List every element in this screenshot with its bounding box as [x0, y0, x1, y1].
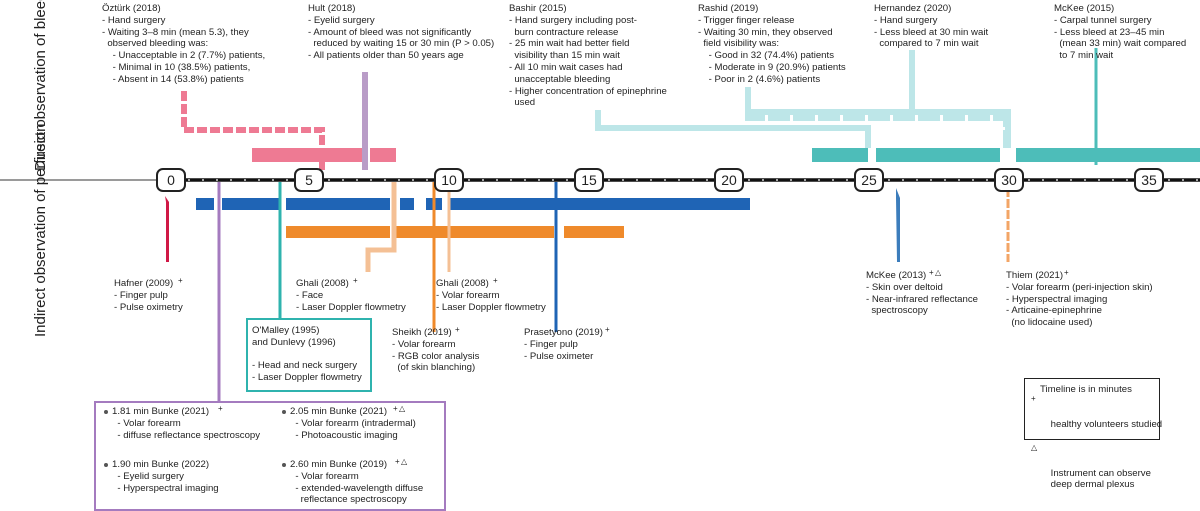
thiem-plus-marker: + [1064, 268, 1069, 277]
thiem-annotation: Thiem (2021) - Volar forearm (peri-injec… [1006, 270, 1153, 329]
ghali-forearm-annotation: Ghali (2008) - Volar forearm - Laser Dop… [436, 278, 546, 313]
bunke-b1-plus-marker: + [218, 404, 223, 413]
omalley-annotation: O'Malley (1995) and Dunlevy (1996) - Hea… [252, 325, 362, 384]
tick-35: 35 [1134, 168, 1164, 192]
tick-30: 30 [994, 168, 1024, 192]
legend-triangle-marker: △ [1031, 442, 1038, 452]
mckee2015-bar [1016, 148, 1200, 162]
omalley-box [246, 318, 372, 392]
bunke-b4-triangle-marker: △ [401, 457, 408, 466]
bashir-annotation: Bashir (2015) - Hand surgery including p… [509, 3, 667, 109]
hafner-connector [165, 196, 169, 262]
mckee2013-connector [896, 188, 900, 262]
legend-instrument-text: Instrument can observe deep dermal plexu… [1050, 467, 1151, 491]
legend-plus-row: + healthy volunteers studied [1031, 393, 1162, 442]
blue-bar [286, 198, 390, 210]
mckee2013-plus-marker: + [929, 268, 934, 277]
tick-25: 25 [854, 168, 884, 192]
teal-bar-gap [1000, 148, 1016, 162]
legend-healthy-text: healthy volunteers studied [1050, 418, 1163, 430]
mckee2015-bar [812, 148, 868, 162]
sheikh-annotation: Sheikh (2019) - Volar forearm - RGB colo… [392, 327, 480, 374]
mckee2013-annotation: McKee (2013) - Skin over deltoid - Near-… [866, 270, 978, 317]
rashid-annotation: Rashid (2019) - Trigger finger release -… [698, 3, 846, 85]
hult-annotation: Hult (2018) - Eyelid surgery - Amount of… [308, 3, 495, 62]
mckee2015-annotation: McKee (2015) - Carpal tunnel surgery - L… [1054, 3, 1187, 62]
orange-bar [564, 226, 624, 238]
tick-10: 10 [434, 168, 464, 192]
ghali-face-annotation: Ghali (2008) - Face - Laser Doppler flow… [296, 278, 406, 313]
mckee2015-bar [876, 148, 1000, 162]
blue-bar [450, 198, 750, 210]
ghali-forearm-plus-marker: + [493, 276, 498, 285]
bunke-bullet-1 [104, 410, 108, 414]
bunke-bullet-2 [282, 410, 286, 414]
bunke-b2-triangle-marker: △ [399, 404, 406, 413]
ozturk-bar [370, 148, 396, 162]
bunke-2022-annotation: 1.90 min Bunke (2022) - Eyelid surgery -… [112, 459, 219, 494]
blue-bar [400, 198, 414, 210]
bunke-b4-plus-marker: + [395, 457, 400, 466]
tick-5: 5 [294, 168, 324, 192]
sheikh-plus-marker: + [455, 325, 460, 334]
bunke-b2-plus-marker: + [393, 404, 398, 413]
bunke-2021-pa-annotation: 2.05 min Bunke (2021) - Volar forearm (i… [290, 406, 416, 441]
hafner-annotation: Hafner (2009) - Finger pulp - Pulse oxim… [114, 278, 183, 313]
hernandez-annotation: Hernandez (2020) - Hand surgery - Less b… [874, 3, 989, 50]
mckee2013-triangle-marker: △ [935, 268, 942, 277]
prasetyono-annotation: Prasetyono (2019) - Finger pulp - Pulse … [524, 327, 603, 362]
tick-20: 20 [714, 168, 744, 192]
rashid-connector [745, 88, 1009, 160]
indirect-observation-title: Indirect observation of perfusion [32, 123, 49, 337]
ozturk-annotation: Öztürk (2018) - Hand surgery - Waiting 3… [102, 3, 266, 85]
legend-box: Timeline is in minutes + healthy volunte… [1024, 378, 1162, 490]
bunke-2021-drs-annotation: 1.81 min Bunke (2021) - Volar forearm - … [112, 406, 261, 441]
bunke-2019-annotation: 2.60 min Bunke (2019) - Volar forearm - … [290, 459, 424, 506]
hafner-plus-marker: + [178, 276, 183, 285]
ghali-face-connector [365, 182, 397, 272]
legend-triangle-row: △ Instrument can observe deep dermal ple… [1031, 442, 1153, 503]
bashir-connector [595, 110, 871, 160]
bunke-box [94, 401, 446, 511]
bunke-bullet-3 [104, 463, 108, 467]
orange-bar [396, 226, 554, 238]
teal-bar-gap [868, 148, 876, 162]
tick-15: 15 [574, 168, 604, 192]
bunke-bullet-4 [282, 463, 286, 467]
blue-bar [222, 198, 280, 210]
ozturk-bar [252, 148, 362, 162]
legend-timeline-text: Timeline is in minutes [1040, 384, 1132, 395]
ghali-face-plus-marker: + [353, 276, 358, 285]
blue-bar [196, 198, 214, 210]
legend-plus-marker: + [1031, 393, 1036, 403]
prasetyono-plus-marker: + [605, 325, 610, 334]
orange-bar [286, 226, 390, 238]
tick-0: 0 [156, 168, 186, 192]
